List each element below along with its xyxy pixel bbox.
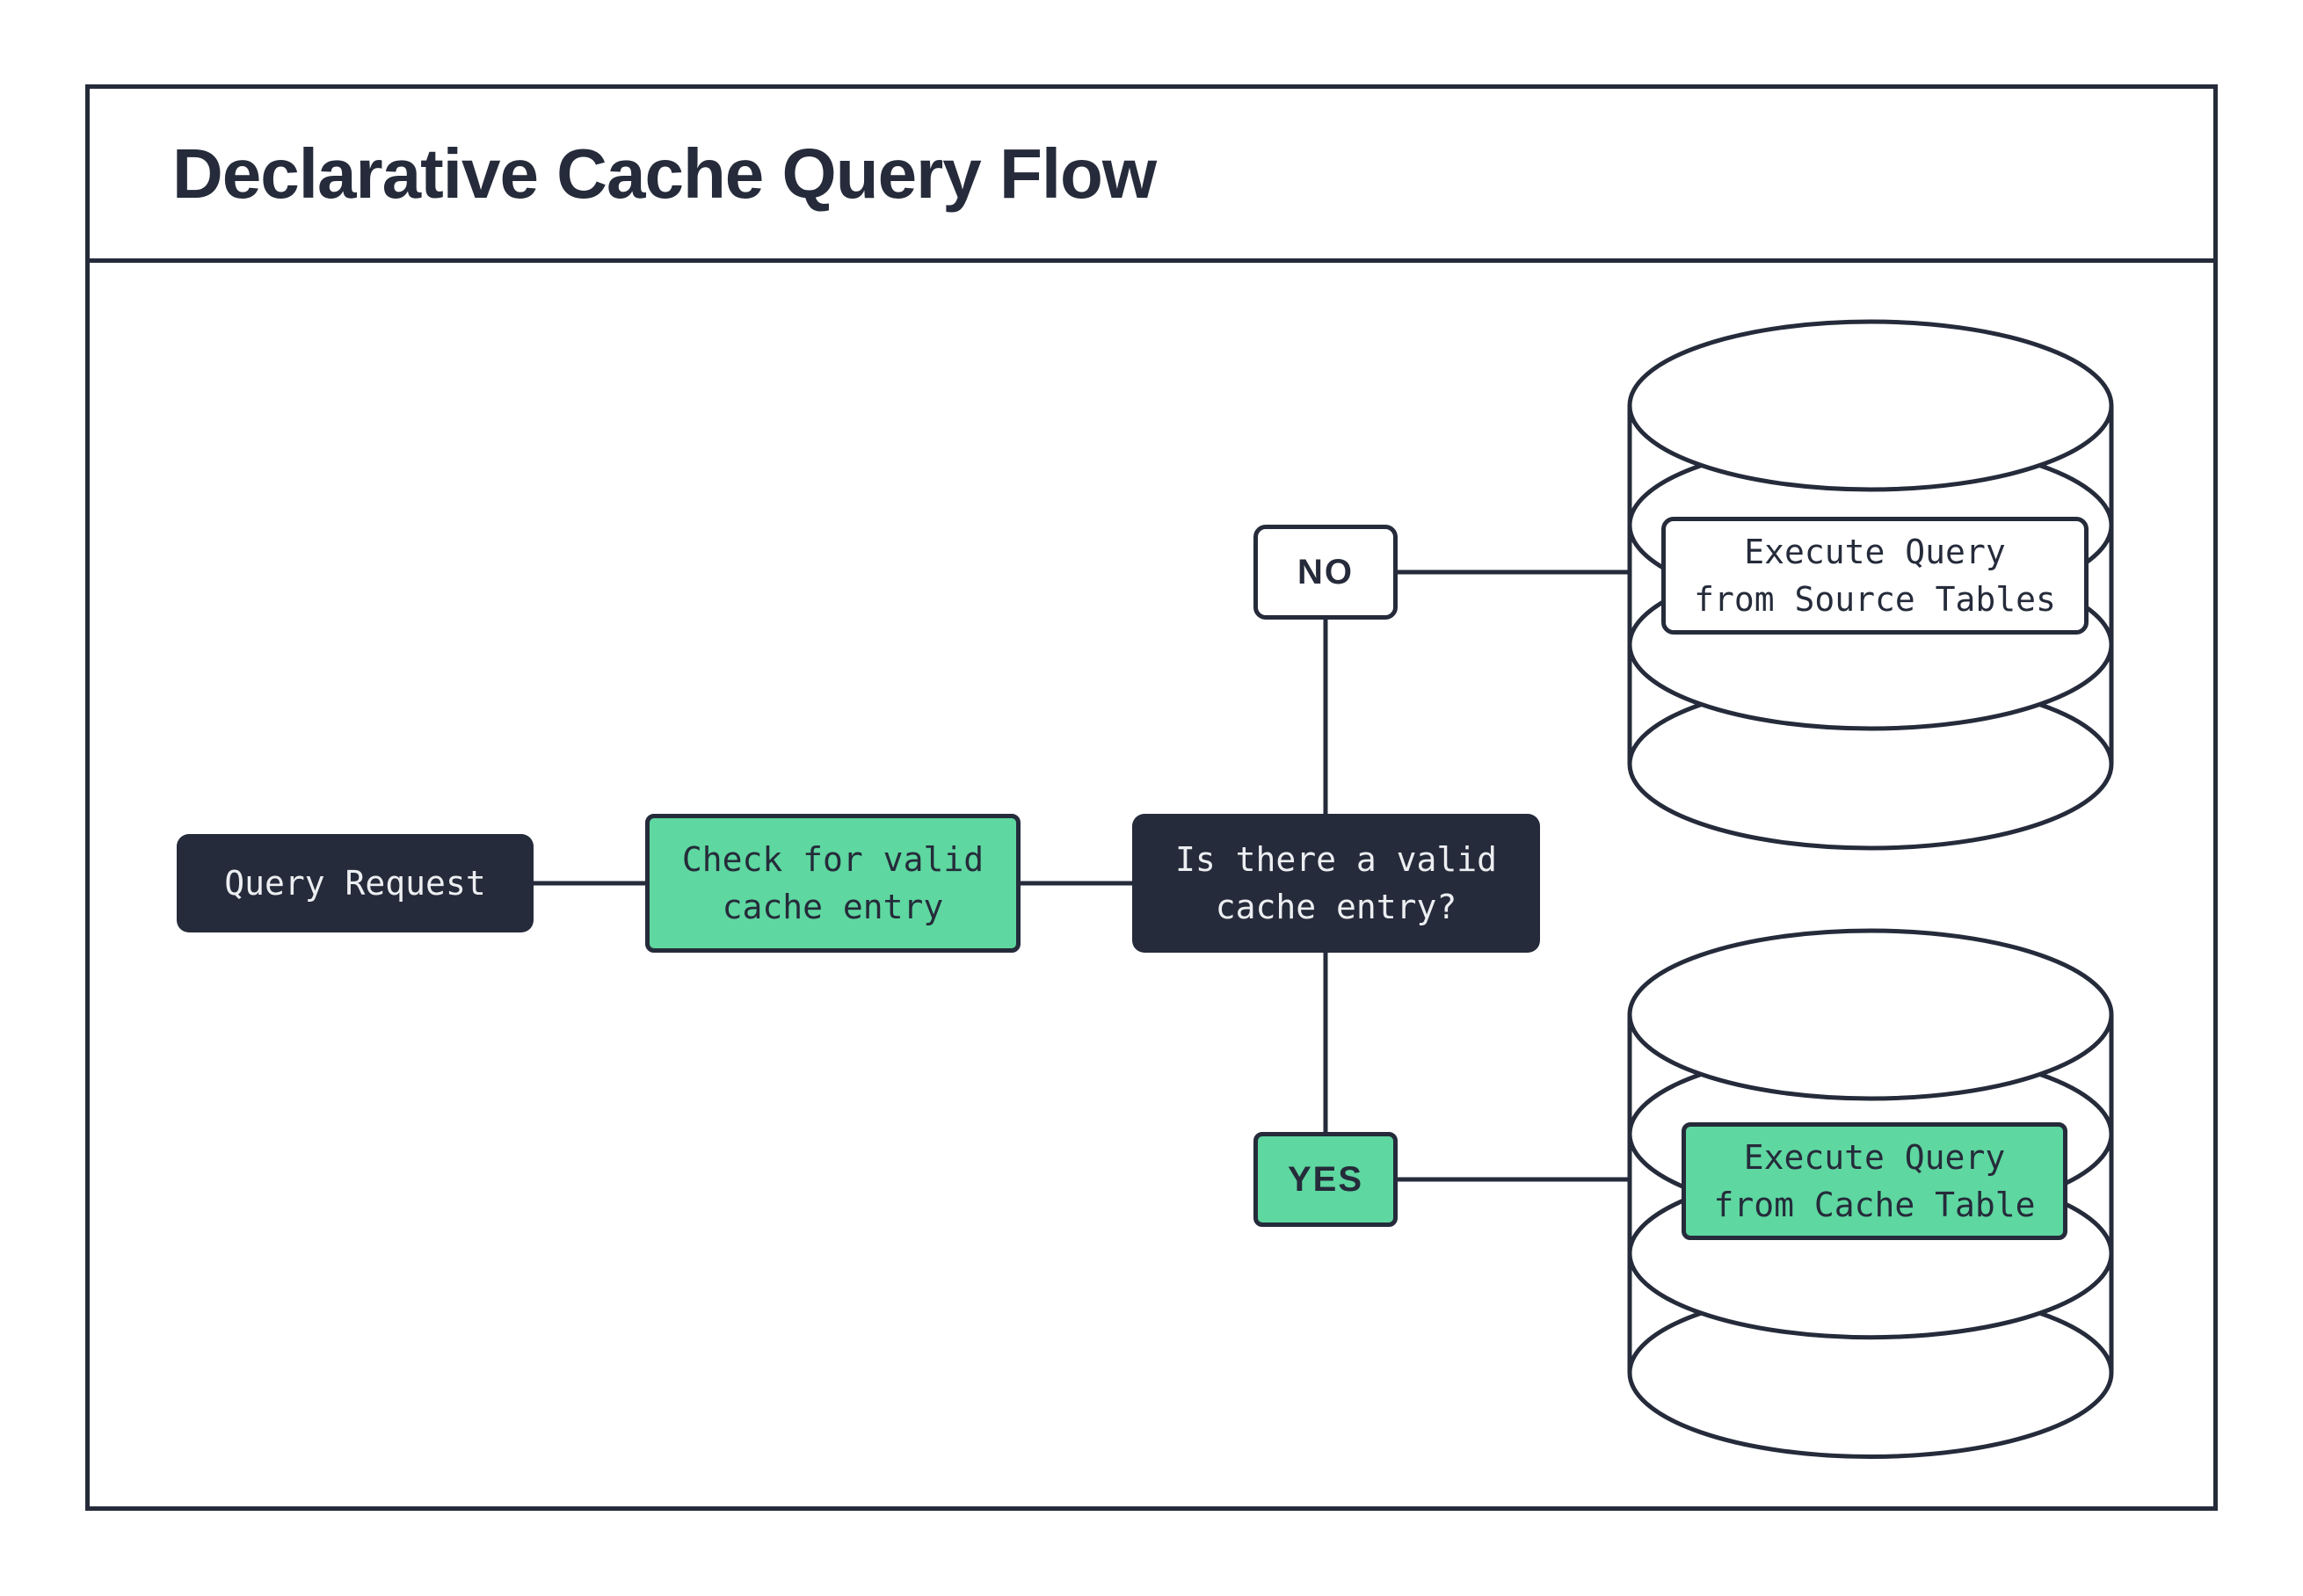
- cache-decision-line1: Is there a valid: [1174, 840, 1498, 879]
- page-title: Declarative Cache Query Flow: [172, 134, 1157, 213]
- cylinder-walls: [1627, 1014, 2114, 1373]
- execute-source-line2: from Source Tables: [1694, 580, 2056, 619]
- execute-source-tables-node: Execute Query from Source Tables: [1661, 517, 2089, 635]
- cache-decision-node: Is there a valid cache entry?: [1132, 814, 1540, 953]
- diagram-header: Declarative Cache Query Flow: [90, 89, 2213, 263]
- query-request-label: Query Request: [224, 864, 486, 903]
- check-cache-line2: cache entry: [722, 888, 944, 926]
- cylinder-walls: [1627, 405, 2114, 765]
- query-request-node: Query Request: [177, 834, 534, 932]
- check-cache-node: Check for valid cache entry: [645, 814, 1021, 953]
- branch-no-label: NO: [1297, 553, 1354, 591]
- cache-decision-line2: cache entry?: [1215, 888, 1457, 926]
- cylinder-disk: [1627, 928, 2114, 1101]
- execute-cache-line2: from Cache Table: [1713, 1186, 2036, 1224]
- branch-no-node: NO: [1253, 525, 1398, 620]
- cylinder-disk: [1627, 319, 2114, 492]
- execute-cache-table-node: Execute Query from Cache Table: [1682, 1122, 2067, 1240]
- branch-yes-label: YES: [1287, 1160, 1364, 1199]
- branch-yes-node: YES: [1253, 1132, 1398, 1227]
- execute-source-line1: Execute Query: [1744, 533, 2006, 571]
- execute-cache-line1: Execute Query: [1743, 1138, 2006, 1177]
- check-cache-line1: Check for valid: [681, 840, 984, 879]
